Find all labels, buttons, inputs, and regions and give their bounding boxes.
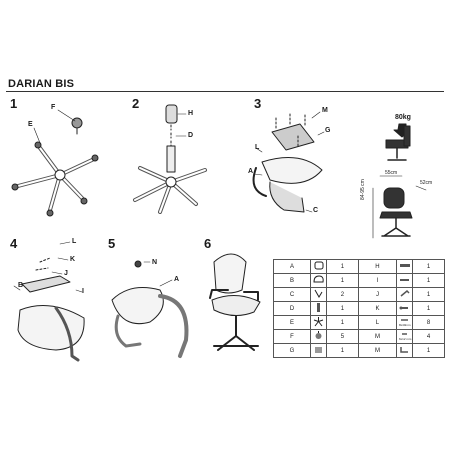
part-letter: A [273,259,311,274]
part-qty: 1 [325,301,359,316]
callout-j: J [64,270,68,277]
part-letter-2: H [357,259,398,274]
part-letter-2: K [357,301,398,316]
allen-key-icon [396,343,414,358]
callout-a-step5: A [174,276,180,283]
callout-g: G [325,127,331,134]
short-bolt-icon: 6x12 mm [396,329,414,344]
step-6-number: 6 [204,236,212,251]
castor-icon [309,329,327,344]
callout-c: C [313,207,319,214]
table-row: G 1 M 1 [273,343,445,358]
callout-n: N [152,259,158,266]
step-5-number: 5 [108,236,116,251]
part-letter-2: L [357,315,398,330]
product-title: DARIAN BIS [8,78,75,90]
callout-k: K [70,256,76,263]
callout-i: I [82,288,84,295]
part-qty: 1 [325,315,359,330]
load-rating-figure [385,123,411,161]
armrest-icon [309,287,327,302]
table-row: A 1 H 1 [273,259,445,274]
part-letter: C [273,287,311,302]
seat-plate-icon [309,259,327,274]
part-letter: F [273,329,311,344]
part-letter: E [273,315,311,330]
step-6-finished-chair [209,253,261,351]
callout-a-step3: A [248,168,254,175]
callout-f: F [51,104,56,111]
callout-m: M [322,107,328,114]
load-rating: 80kg [395,114,411,121]
part-qty-2: 8 [412,315,445,330]
callout-l-step4: L [72,238,77,245]
step-3-seat-mechanism [252,111,325,213]
callout-l-step3: L [255,144,260,151]
table-row: D 1 K 1 [273,301,445,316]
spring-icon [396,273,414,288]
callout-h: H [188,110,194,117]
part-letter: D [273,301,311,316]
table-row: F 5 M 6x12 mm 4 [273,329,445,344]
title-rule [6,91,444,92]
part-qty: 1 [325,343,359,358]
column-icon [309,301,327,316]
step-4-number: 4 [10,236,18,251]
step-3-number: 3 [254,96,262,111]
step-5-armrests [111,260,189,358]
part-letter-2: I [357,273,398,288]
part-qty: 1 [325,259,359,274]
bolt-size-note: 6x12 mm [399,337,412,341]
table-row: E 1 L 8x40mm 8 [273,315,445,330]
height-label: 84-95 cm [360,179,366,200]
step-2-number: 2 [132,96,140,111]
star-base-icon [309,315,327,330]
chair-dimensions-figure [372,175,427,239]
step-4-backrest-bracket [13,241,85,362]
part-qty-2: 1 [412,259,445,274]
callout-e: E [28,121,33,128]
step-1-number: 1 [10,96,18,111]
part-qty-2: 4 [412,329,445,344]
step-2-gas-lift [133,104,207,214]
callout-d: D [188,132,194,139]
step-1-star-base [11,109,99,217]
part-qty: 5 [325,329,359,344]
callout-b: B [18,282,24,289]
part-letter: G [273,343,311,358]
part-qty-2: 1 [412,301,445,316]
part-letter-2: M [357,329,398,344]
part-letter-2: M [357,343,398,358]
part-letter-2: J [357,287,398,302]
width-label: 55cm [385,170,398,176]
part-qty-2: 1 [412,273,445,288]
long-bolt-icon: 8x40mm [396,315,414,330]
table-row: C 2 J 1 [273,287,445,302]
mechanism-icon [309,343,327,358]
knob-icon [396,301,414,316]
bracket-icon [396,287,414,302]
part-qty-2: 1 [412,287,445,302]
gas-lift-icon [396,259,414,274]
part-qty-2: 1 [412,343,445,358]
parts-list-table: A 1 H 1 B 1 I 1 C 2 J 1 D 1 K [273,259,445,358]
seat-icon [309,273,327,288]
part-qty: 2 [325,287,359,302]
part-qty: 1 [325,273,359,288]
table-row: B 1 I 1 [273,273,445,288]
depth-label: 52cm [420,180,433,186]
bolt-size-note: 8x40mm [399,323,411,327]
part-letter: B [273,273,311,288]
